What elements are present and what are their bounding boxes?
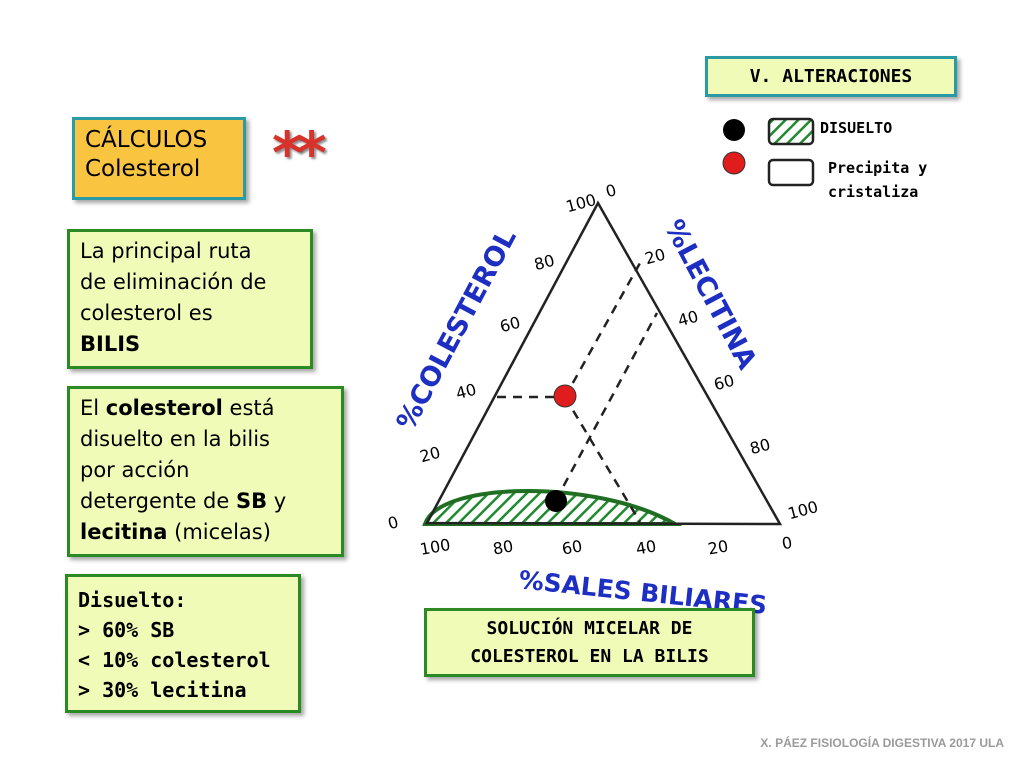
- title-line2: Colesterol: [85, 156, 201, 182]
- ternary-triangle: [424, 200, 783, 526]
- diagram-caption: SOLUCIÓN MICELAR DE COLESTEROL EN LA BIL…: [424, 608, 755, 677]
- bottom-tick-0: 0: [780, 533, 793, 553]
- section-label-alteraciones: V. ALTERACIONES: [705, 56, 957, 97]
- legend-red-dot: [722, 151, 746, 175]
- legend-black-dot: [723, 119, 745, 141]
- note2-line2: disuelto en la bilis: [80, 427, 270, 451]
- title-box: CÁLCULOS Colesterol: [72, 117, 246, 200]
- right-tick-40: 40: [676, 307, 701, 331]
- note3-line3: < 10% colesterol: [78, 648, 271, 672]
- right-tick-100: 100: [786, 497, 820, 523]
- note1-line3: colesterol es: [80, 301, 213, 325]
- bottom-tick-80: 80: [491, 536, 514, 558]
- caption-line1: SOLUCIÓN MICELAR DE: [486, 618, 693, 639]
- legend-empty-swatch: [767, 158, 815, 187]
- note2-line5: lecitina (micelas): [80, 520, 271, 544]
- note3-line2: > 60% SB: [78, 618, 175, 642]
- legend-disuelto-label: DISUELTO: [820, 119, 893, 137]
- stars-mark: **: [272, 119, 327, 187]
- footer-credit: X. PÁEZ FISIOLOGÍA DIGESTIVA 2017 ULA: [760, 736, 1004, 750]
- bottom-tick-100: 100: [418, 535, 451, 559]
- caption-line2: COLESTEROL EN LA BILIS: [470, 646, 709, 667]
- title-line1: CÁLCULOS: [85, 127, 208, 153]
- bottom-tick-40: 40: [634, 536, 657, 558]
- note-bile-route: La principal ruta de eliminación de cole…: [67, 229, 313, 369]
- bottom-tick-60: 60: [560, 536, 583, 558]
- point-dissolved: [545, 490, 567, 512]
- bottom-tick-20: 20: [706, 536, 729, 558]
- note1-line1: La principal ruta: [80, 239, 252, 263]
- note3-line4: > 30% lecitina: [78, 678, 247, 702]
- guide-lines: [497, 262, 659, 523]
- note3-line1: Disuelto:: [78, 588, 187, 612]
- left-tick-60: 60: [498, 313, 523, 337]
- left-tick-80: 80: [532, 251, 557, 275]
- right-tick-60: 60: [712, 371, 737, 395]
- legend-precipita-label-1: Precipita y: [828, 159, 928, 177]
- left-tick-40: 40: [454, 380, 479, 404]
- note2-line4: detergente de SB y: [80, 489, 287, 513]
- right-tick-0: 0: [604, 180, 619, 201]
- right-tick-20: 20: [643, 245, 668, 269]
- axis-title-lecitina: %LECITINA: [658, 215, 763, 375]
- right-tick-80: 80: [748, 435, 773, 459]
- note-cholesterol-dissolved: El colesterol está disuelto en la bilis …: [67, 386, 344, 557]
- legend-hatched-swatch: [767, 117, 815, 146]
- point-precipitate: [553, 384, 577, 408]
- left-tick-20: 20: [418, 443, 443, 467]
- note1-line2: de eliminación de: [80, 270, 267, 294]
- note1-line4: BILIS: [80, 332, 141, 356]
- note-dissolved-criteria: Disuelto: > 60% SB < 10% colesterol > 30…: [65, 574, 301, 713]
- note2-line3: por acción: [80, 458, 190, 482]
- left-tick-0: 0: [386, 512, 401, 533]
- note2-line1: El colesterol está: [80, 396, 275, 420]
- legend-precipita-label-2: cristaliza: [828, 183, 919, 201]
